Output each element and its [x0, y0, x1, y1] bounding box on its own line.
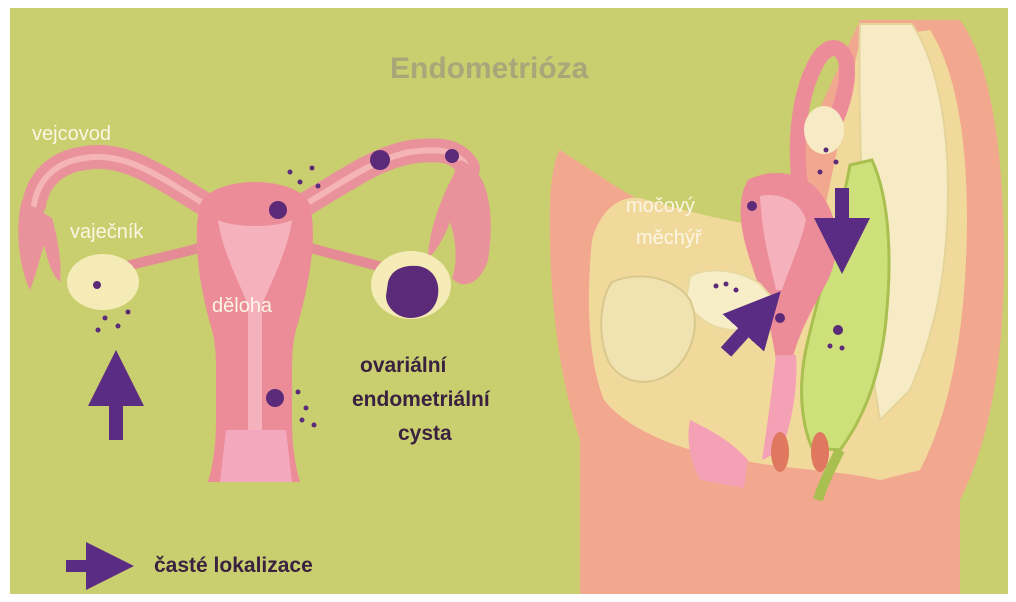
label-uterus: děloha [212, 295, 273, 317]
label-cyst-line1: ovariální [360, 354, 448, 377]
lesion-cervix [266, 389, 284, 407]
label-cyst-line3: cysta [398, 422, 452, 445]
lesion-sagittal-pouch [833, 325, 843, 335]
label-bladder-line2: měchýř [636, 227, 703, 249]
diagram-title: Endometrióza [390, 52, 589, 85]
lesion-sagittal-uterus [747, 201, 757, 211]
lesion-sagittal-cervix [775, 313, 785, 323]
ovary-sagittal [804, 106, 844, 154]
label-bladder-line1: močový [626, 195, 695, 217]
ovarian-endometrial-cyst [386, 266, 438, 318]
lesion-tube-right-1 [370, 150, 390, 170]
lesion-uterus-top [269, 201, 287, 219]
cervix [220, 430, 292, 482]
perineal-body [771, 432, 789, 472]
anal-sphincter [811, 432, 829, 472]
label-cyst-line2: endometriální [352, 388, 491, 411]
lesion-left-ovary [93, 281, 101, 289]
left-ovary [67, 254, 139, 310]
label-ovary: vaječník [70, 221, 144, 243]
label-fallopian-tube: vejcovod [32, 123, 111, 145]
lesion-tube-right-2 [445, 149, 459, 163]
legend-label: časté lokalizace [154, 554, 313, 577]
